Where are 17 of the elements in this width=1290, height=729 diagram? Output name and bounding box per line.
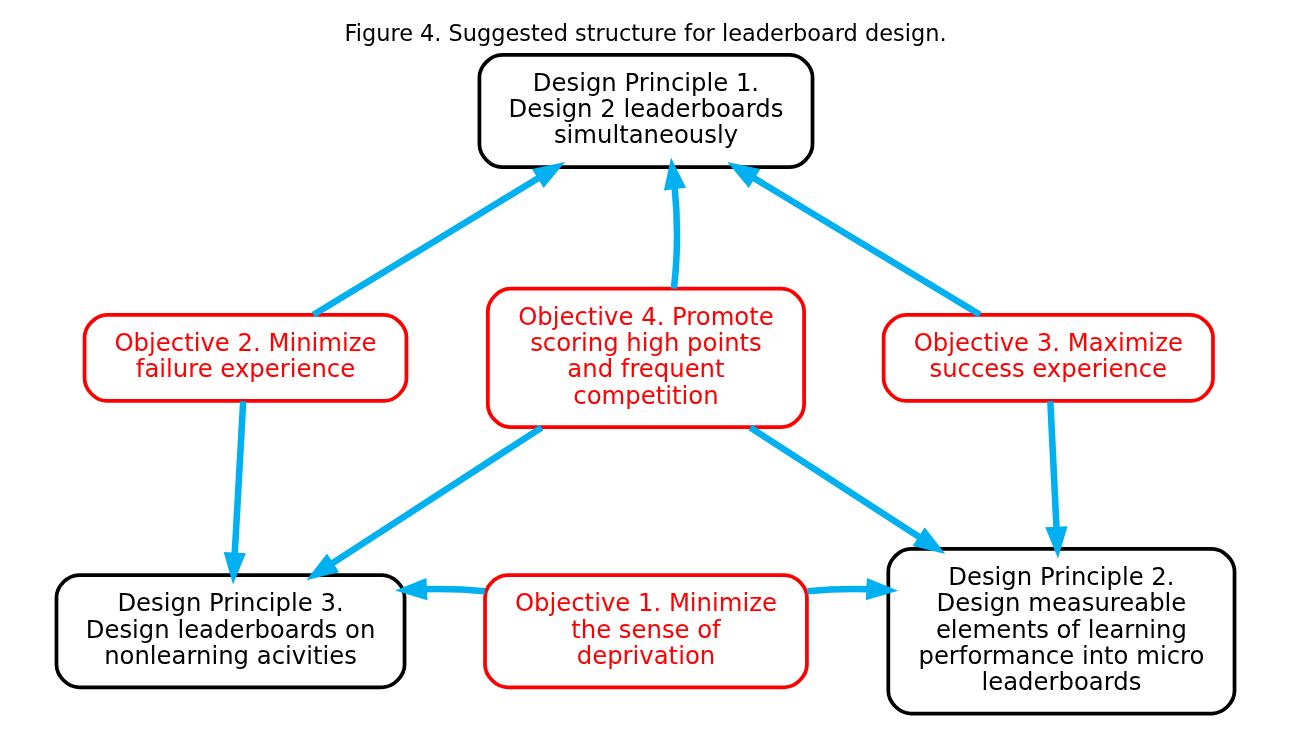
arrow bbox=[305, 424, 543, 581]
node-box: Objective 2. Minimize failure experience bbox=[82, 313, 408, 403]
caption: Figure 4. Suggested structure for leaderboard design. bbox=[343, 19, 947, 46]
node-box: Objective 1. Minimize the sense of deprivation bbox=[482, 573, 809, 690]
arrow bbox=[394, 577, 485, 601]
node-box: Design Principle 2. Design measureable elements of learning performance into micro leaderboards bbox=[885, 546, 1236, 716]
arrow bbox=[806, 578, 898, 601]
arrow bbox=[663, 157, 686, 289]
arrow bbox=[311, 161, 565, 318]
arrow bbox=[1044, 401, 1068, 559]
node-box: Design Principle 3. Design leaderboards on nonlearning acivities bbox=[54, 573, 406, 690]
node-box: Design Principle 1. Design 2 leaderboards simultaneously bbox=[477, 52, 814, 169]
arrow bbox=[726, 161, 982, 318]
node-box: Objective 4. Promote scoring high points and frequent competition bbox=[485, 286, 806, 430]
arrow bbox=[223, 401, 246, 585]
node-box: Objective 3. Maximize success experience bbox=[881, 313, 1215, 403]
arrow bbox=[747, 424, 945, 555]
